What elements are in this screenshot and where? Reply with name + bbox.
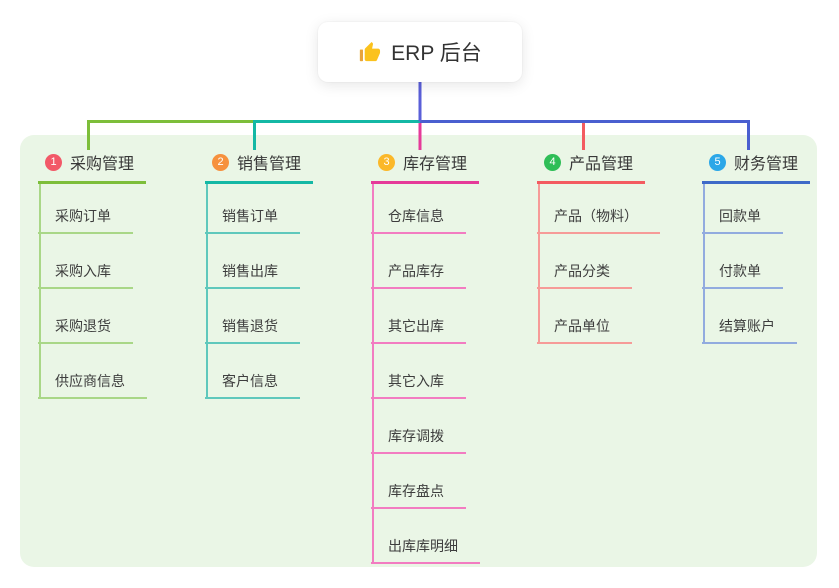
child-label: 回款单 (702, 206, 783, 234)
branch-title: 库存管理 (403, 156, 468, 173)
child-label: 付款单 (702, 261, 783, 289)
branch-title: 财务管理 (734, 156, 799, 173)
branch-number-badge: 5 (709, 153, 726, 171)
branch-children: 产品（物料） 产品分类产品单位 (537, 184, 660, 344)
branch-header[interactable]: 4 产品管理 (537, 146, 646, 184)
child-label: 客户信息 (205, 371, 300, 399)
branch-column: 3 库存管理仓库信息产品库存其它出库其它入库库存调拨库存盘点出库库明细 (371, 146, 480, 564)
child-item[interactable]: 回款单 (702, 184, 810, 234)
child-label: 出库库明细 (371, 536, 480, 564)
branch-column: 1 采购管理采购订单采购入库采购退货供应商信息 (38, 146, 147, 399)
branch-children: 仓库信息产品库存其它出库其它入库库存调拨库存盘点出库库明细 (371, 184, 480, 564)
branch-children-connector-line (372, 184, 374, 564)
child-item[interactable]: 采购订单 (38, 184, 147, 234)
branch-children: 回款单付款单结算账户 (702, 184, 810, 344)
child-label: 产品（物料） (537, 206, 660, 234)
child-label: 采购订单 (38, 206, 133, 234)
branch-title: 销售管理 (237, 156, 302, 173)
child-item[interactable]: 付款单 (702, 234, 810, 289)
child-label: 供应商信息 (38, 371, 147, 399)
branch-title: 采购管理 (70, 156, 135, 173)
branch-children-connector-line (39, 184, 41, 399)
child-item[interactable]: 产品（物料） (537, 184, 660, 234)
branch-column: 5 财务管理回款单付款单结算账户 (702, 146, 811, 344)
branch-children: 销售订单销售出库销售退货客户信息 (205, 184, 313, 399)
branch-number-badge: 2 (212, 153, 229, 171)
child-label: 库存调拨 (371, 426, 466, 454)
child-label: 销售出库 (205, 261, 300, 289)
child-label: 产品单位 (537, 316, 632, 344)
branch-children-connector-line (206, 184, 208, 399)
child-label: 采购入库 (38, 261, 133, 289)
branches-panel (20, 135, 817, 567)
branch-children: 采购订单采购入库采购退货供应商信息 (38, 184, 147, 399)
root-node[interactable]: ERP 后台 (318, 22, 522, 82)
branch-number-badge: 3 (378, 153, 395, 171)
child-item[interactable]: 采购入库 (38, 234, 147, 289)
child-label: 销售退货 (205, 316, 300, 344)
branch-header[interactable]: 3 库存管理 (371, 146, 480, 184)
branch-number-badge: 1 (45, 153, 62, 171)
branch-header[interactable]: 1 采购管理 (38, 146, 147, 184)
branch-header[interactable]: 5 财务管理 (702, 146, 811, 184)
branch-title: 产品管理 (569, 156, 634, 173)
child-label: 采购退货 (38, 316, 133, 344)
child-label: 其它出库 (371, 316, 466, 344)
child-item[interactable]: 产品库存 (371, 234, 480, 289)
child-label: 库存盘点 (371, 481, 466, 509)
child-item[interactable]: 仓库信息 (371, 184, 480, 234)
branch-column: 2 销售管理销售订单销售出库销售退货客户信息 (205, 146, 314, 399)
child-item[interactable]: 结算账户 (702, 289, 810, 344)
child-label: 产品库存 (371, 261, 466, 289)
branch-number-badge: 4 (544, 153, 561, 171)
child-label: 销售订单 (205, 206, 300, 234)
branch-children-connector-line (703, 184, 705, 344)
child-item[interactable]: 出库库明细 (371, 509, 480, 564)
root-title: ERP 后台 (391, 42, 482, 65)
thumbs-up-icon (360, 41, 381, 61)
branch-children-connector-line (538, 184, 540, 344)
child-item[interactable]: 产品单位 (537, 289, 660, 344)
child-label: 其它入库 (371, 371, 466, 399)
child-item[interactable]: 库存调拨 (371, 399, 480, 454)
child-item[interactable]: 销售订单 (205, 184, 313, 234)
child-label: 仓库信息 (371, 206, 466, 234)
child-item[interactable]: 其它入库 (371, 344, 480, 399)
child-label: 结算账户 (702, 316, 797, 344)
child-label: 产品分类 (537, 261, 632, 289)
child-item[interactable]: 客户信息 (205, 344, 313, 399)
child-item[interactable]: 采购退货 (38, 289, 147, 344)
child-item[interactable]: 销售退货 (205, 289, 313, 344)
child-item[interactable]: 产品分类 (537, 234, 660, 289)
branch-column: 4 产品管理产品（物料） 产品分类产品单位 (537, 146, 660, 344)
branch-header[interactable]: 2 销售管理 (205, 146, 314, 184)
child-item[interactable]: 供应商信息 (38, 344, 147, 399)
child-item[interactable]: 其它出库 (371, 289, 480, 344)
child-item[interactable]: 销售出库 (205, 234, 313, 289)
child-item[interactable]: 库存盘点 (371, 454, 480, 509)
